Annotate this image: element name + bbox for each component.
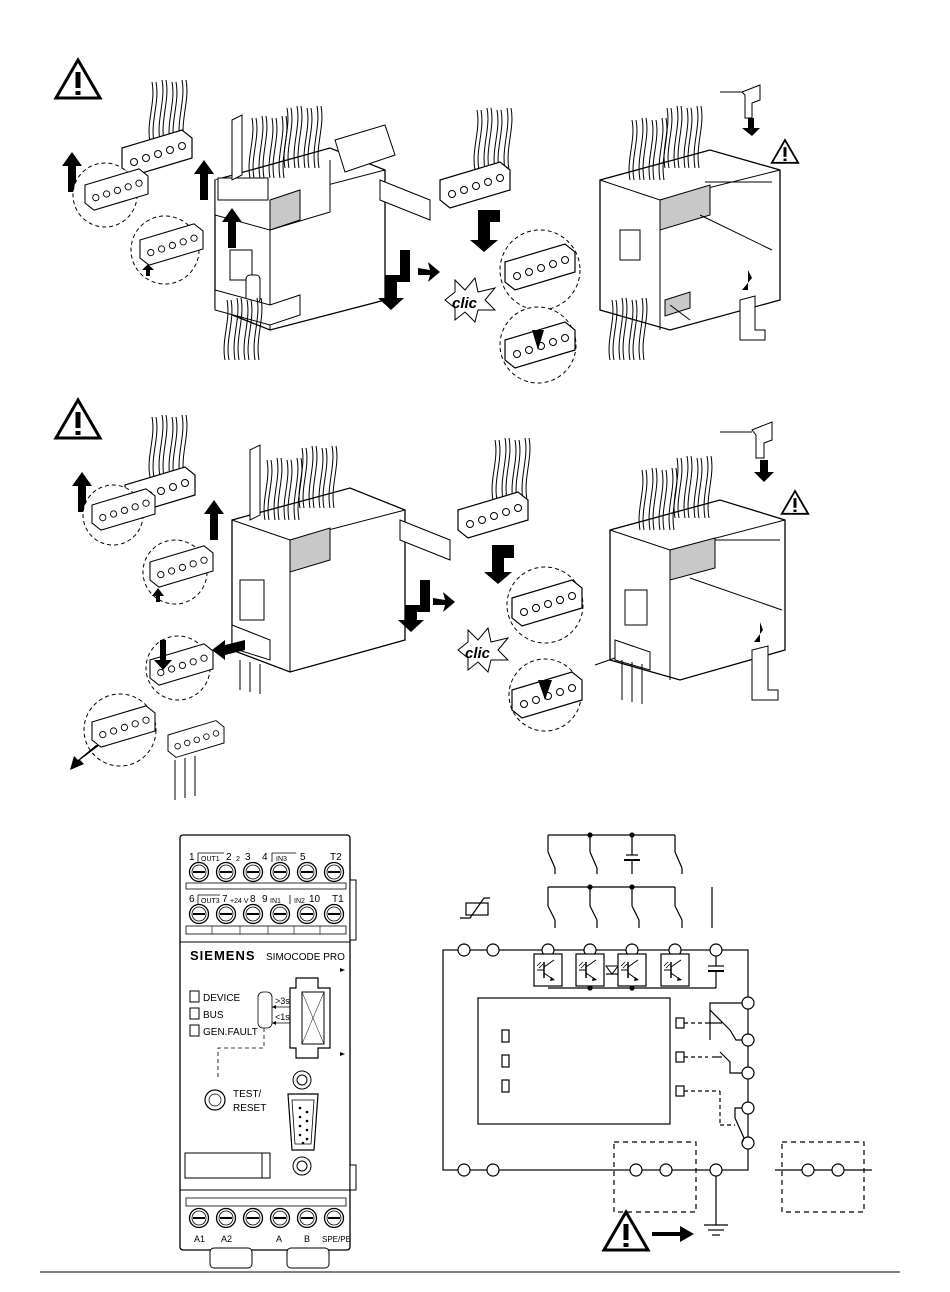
terminal-label: T2 xyxy=(330,852,342,863)
plug-connector xyxy=(440,162,510,208)
terminal-label: 4 xyxy=(262,852,268,863)
circuit-schematic xyxy=(443,833,872,1235)
model-name: SIMOCODE PRO xyxy=(266,952,345,963)
clic-label: clic xyxy=(452,295,478,312)
terminal-label: +24 V xyxy=(230,898,249,905)
terminal-label: 2 xyxy=(226,852,232,863)
device-module-1 xyxy=(215,106,430,360)
terminal-label: IN2 xyxy=(294,898,305,905)
led-device-label: DEVICE xyxy=(203,993,241,1004)
terminal-label: OUT1 xyxy=(201,856,220,863)
terminal-label: 1 xyxy=(189,852,195,863)
led-device-indicator xyxy=(190,991,199,1002)
device-module-3 xyxy=(232,445,450,694)
terminal-label: B xyxy=(304,1234,310,1244)
address-plug-slot xyxy=(258,992,272,1028)
terminal-label: SPE/PE xyxy=(322,1235,351,1244)
brand-logo: SIEMENS xyxy=(190,948,256,963)
warning-icon xyxy=(772,140,798,163)
terminal-label: 9 xyxy=(262,894,268,905)
simocode-front-view: 1 OUT1 2 2 3 4 IN3 5 T2 6 OUT3 7 +24 xyxy=(180,835,356,1268)
timing-short-label: <1s xyxy=(275,1012,290,1022)
terminal-label: 8 xyxy=(250,894,256,905)
terminal-label: A1 xyxy=(194,1234,205,1244)
terminal-label: 7 xyxy=(222,894,228,905)
plug-connector xyxy=(458,492,528,538)
plug-connector xyxy=(122,130,192,176)
terminal-label: 10 xyxy=(309,894,321,905)
terminal-label: T1 xyxy=(332,894,344,905)
test-reset-label-line2: RESET xyxy=(233,1103,266,1114)
led-bus-label: BUS xyxy=(203,1010,224,1021)
test-reset-label-line1: TEST/ xyxy=(233,1089,262,1100)
terminal-label: 2 xyxy=(236,856,240,863)
timing-long-label: >3s xyxy=(275,996,290,1006)
warning-icon xyxy=(56,60,100,98)
terminal-label: 6 xyxy=(189,894,195,905)
terminal-label: 5 xyxy=(300,852,306,863)
led-genfault-indicator xyxy=(190,1025,199,1036)
terminal-label: A xyxy=(276,1234,282,1244)
warning-icon xyxy=(56,400,100,438)
warning-icon xyxy=(604,1212,648,1250)
removal-illustration-upper: clic xyxy=(56,60,798,383)
removal-illustration-lower: clic xyxy=(56,400,808,800)
terminal-label: IN3 xyxy=(276,856,287,863)
led-bus-indicator xyxy=(190,1008,199,1019)
terminal-label: 3 xyxy=(245,852,251,863)
warning-icon xyxy=(782,491,808,514)
label-slot xyxy=(185,1153,270,1178)
clic-label: clic xyxy=(465,645,491,662)
led-genfault-label: GEN.FAULT xyxy=(203,1027,258,1038)
arrow-right-icon xyxy=(652,1226,694,1242)
terminal-label: A2 xyxy=(221,1234,232,1244)
test-reset-button[interactable] xyxy=(205,1090,225,1110)
terminal-label: OUT3 xyxy=(201,898,220,905)
